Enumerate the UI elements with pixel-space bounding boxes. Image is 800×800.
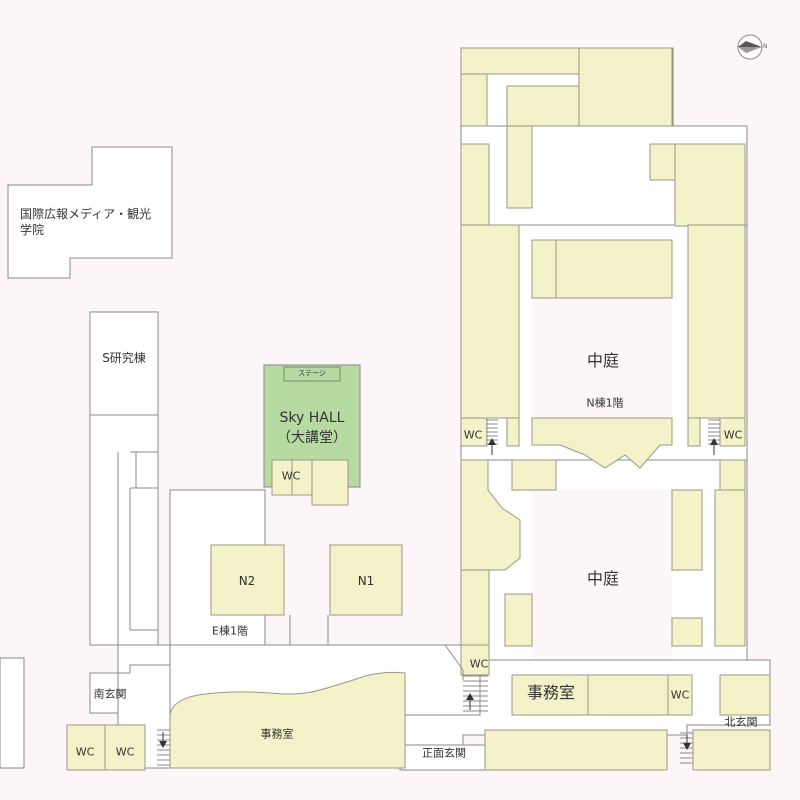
south-entrance-label: 南玄関 [93, 687, 127, 701]
n-building-block [531, 417, 673, 469]
stairs-front [463, 675, 488, 712]
wc-south-1: WC [75, 745, 95, 759]
office-lower-label: 事務室 [260, 727, 294, 741]
media-faculty-building [7, 146, 173, 279]
n2-label: N2 [238, 574, 256, 588]
office-main-label: 事務室 [526, 683, 576, 702]
wc-south-2: WC [115, 745, 135, 759]
wc-office: WC [670, 688, 690, 702]
e-floor-label: E棟1階 [212, 624, 248, 638]
wc-n-east: WC [723, 428, 743, 442]
n1-label: N1 [357, 574, 375, 588]
north-courtyard-label: 中庭 [586, 351, 620, 370]
s-building-label: S研究棟 [102, 351, 146, 365]
s-building [89, 311, 159, 646]
west-annex [0, 657, 25, 769]
wc-sky-hall: WC [281, 469, 301, 483]
sky-hall-name: Sky HALL [279, 410, 345, 426]
south-entrance-vestibule [89, 672, 119, 714]
stairs-north-entrance [680, 732, 693, 764]
stairs-south [157, 729, 170, 766]
sky-hall-subtitle: （大講堂） [277, 430, 347, 446]
wc-n-west: WC [463, 428, 483, 442]
north-entrance-label: 北玄関 [724, 715, 758, 729]
stairs-up-arrow-icon [157, 419, 720, 766]
wc-front: WC [469, 657, 489, 671]
media-faculty-name: 国際広報メディア・観光学院 [20, 207, 152, 237]
sky-hall-stage-label: ステージ [298, 369, 326, 378]
media-faculty-label: 国際広報メディア・観光学院 [20, 206, 160, 238]
stairs-n-east [708, 419, 720, 455]
south-courtyard-area [532, 490, 672, 658]
e-building-outline [118, 615, 464, 680]
yellow-rooms [66, 47, 771, 771]
north-courtyard-area [532, 298, 672, 418]
stairs-n-west [486, 419, 498, 455]
sky-hall-stage-box [283, 366, 341, 382]
south-courtyard-label: 中庭 [586, 569, 620, 588]
compass-letter: N [763, 43, 768, 50]
north-arrow-icon [737, 34, 763, 60]
front-entrance-label: 正面玄関 [422, 746, 466, 760]
front-entrance-corridor [399, 744, 491, 771]
n-floor-label: N棟1階 [586, 396, 624, 410]
office-lower-block [169, 671, 406, 769]
s-building-interior [90, 414, 158, 645]
